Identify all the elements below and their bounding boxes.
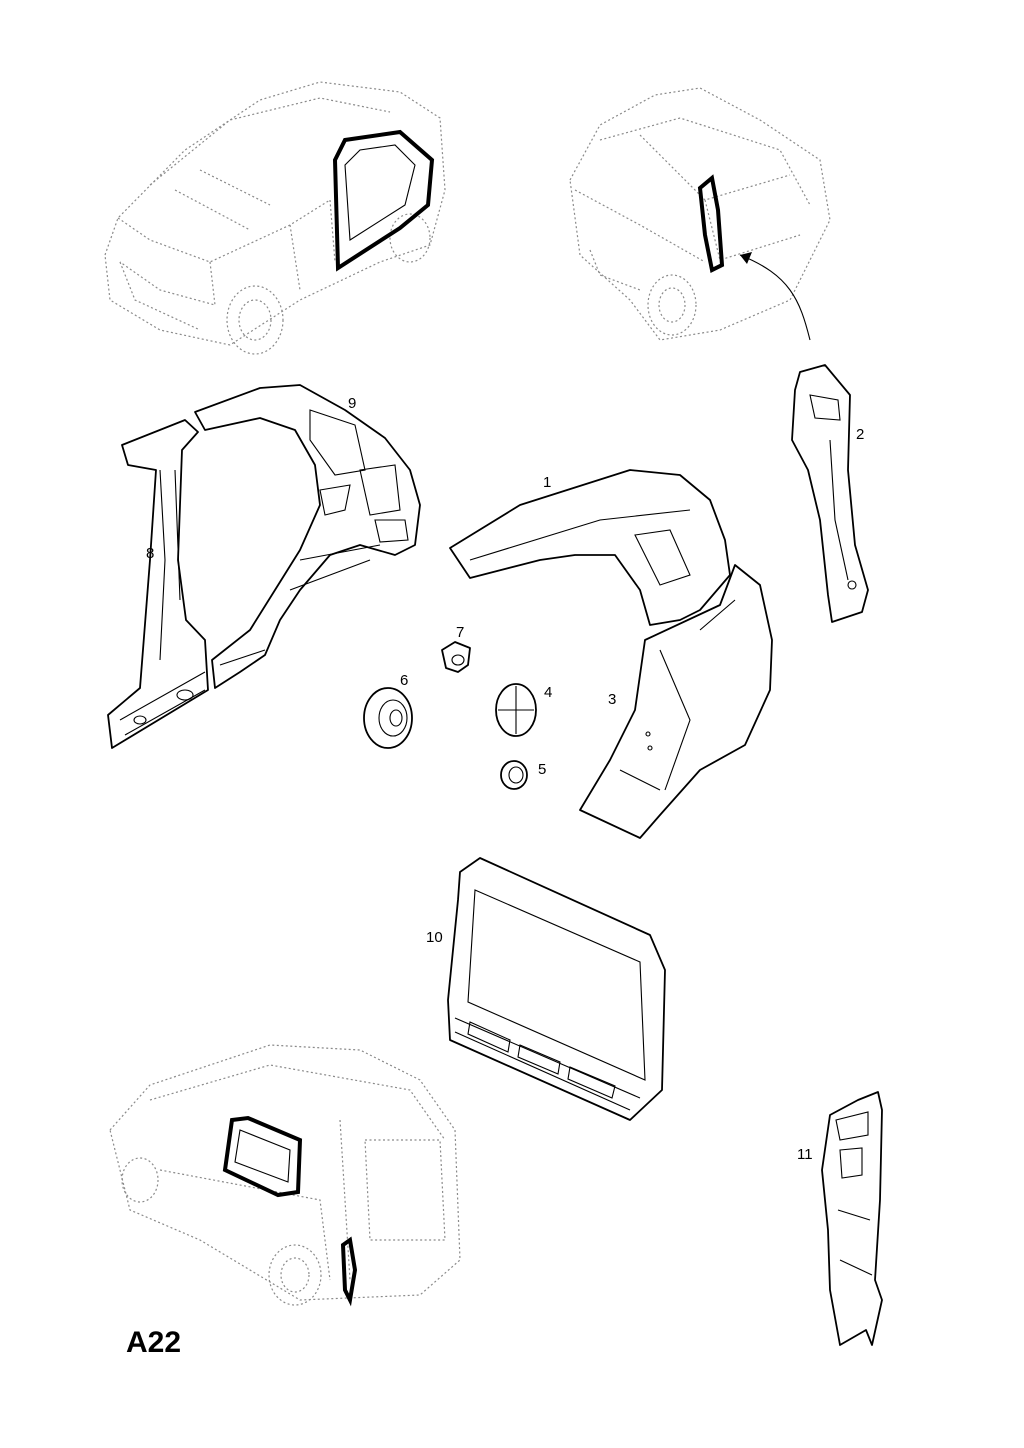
part-10-window-frame — [447, 857, 666, 1121]
vehicle-view-rear-right — [569, 87, 831, 341]
diagram-code: A22 — [126, 1326, 181, 1359]
callout-5: 5 — [538, 761, 546, 778]
rear-pillar-highlight — [340, 1236, 358, 1307]
d-pillar-highlight — [697, 174, 725, 273]
callout-9: 9 — [348, 395, 356, 412]
part-1-quarter-panel-upper — [449, 469, 731, 626]
window-frame-highlight — [222, 1115, 303, 1198]
part-9-body-side-frame — [194, 384, 421, 689]
callout-1: 1 — [543, 474, 551, 491]
side-frame-highlight — [332, 129, 435, 272]
callout-7: 7 — [456, 624, 464, 641]
vehicle-view-van-rear — [109, 1044, 461, 1307]
part-3-quarter-panel-lower — [579, 564, 773, 839]
part-8-side-pillar — [107, 419, 209, 749]
part-6-grommet — [363, 687, 413, 749]
callout-6: 6 — [400, 672, 408, 689]
part-2-d-pillar-inner — [791, 364, 869, 623]
callout-2: 2 — [856, 426, 864, 443]
part-11-rear-pillar-panel — [821, 1091, 883, 1346]
vehicle-view-front-left — [104, 81, 446, 355]
callout-8: 8 — [146, 545, 154, 562]
callout-4: 4 — [544, 684, 552, 701]
callout-11: 11 — [797, 1146, 813, 1163]
part-7-clip — [441, 641, 471, 673]
part-5-small-plug — [500, 760, 528, 790]
callout-10: 10 — [426, 929, 443, 946]
callout-3: 3 — [608, 691, 616, 708]
part-4-plug — [495, 683, 537, 737]
arrow-head-icon — [740, 252, 752, 264]
